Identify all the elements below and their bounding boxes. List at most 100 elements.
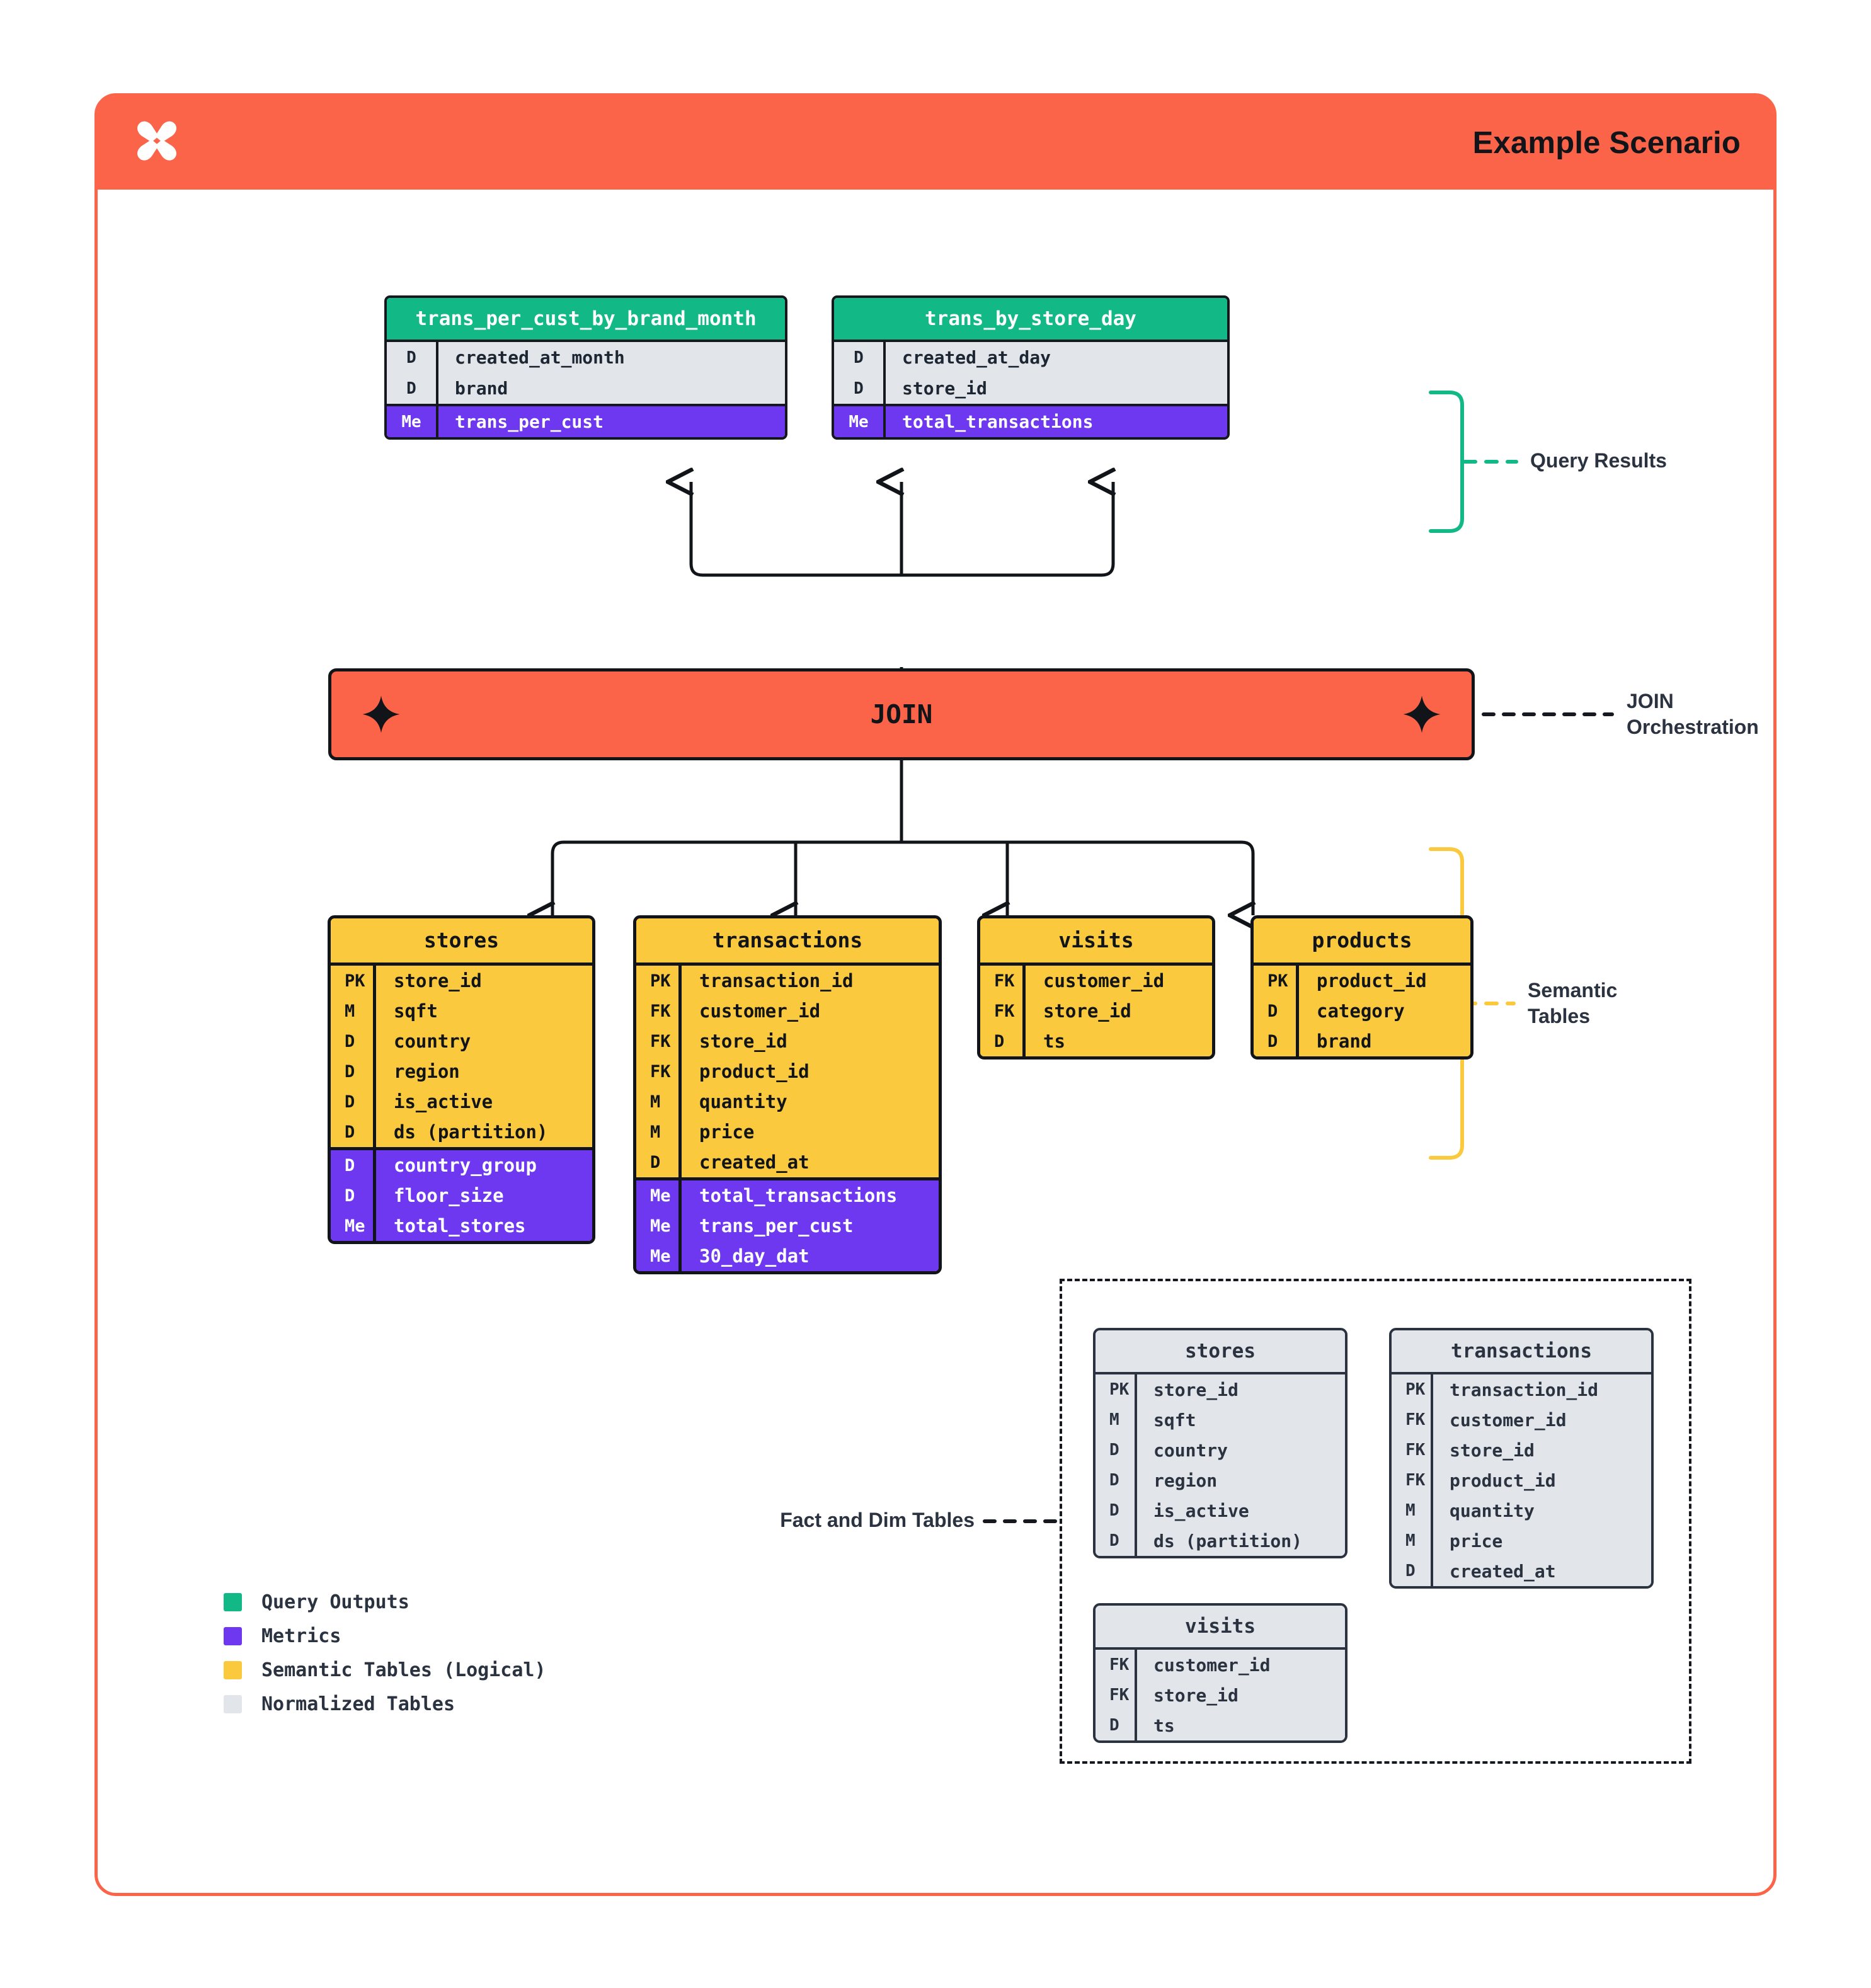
legend-swatch-metrics (224, 1626, 242, 1645)
row-key: D (1096, 1526, 1137, 1556)
table-title: transactions (1392, 1330, 1651, 1372)
example-scenario-card: Example Scenario (94, 93, 1777, 1896)
query-result-table-trans-by-store-day[interactable]: trans_by_store_day D created_at_day D st… (832, 295, 1230, 440)
row-field: customer_id (1043, 970, 1165, 991)
row-field: floor_size (394, 1185, 504, 1206)
row-key: Me (834, 406, 886, 437)
legend: Query Outputs Metrics Semantic Tables (L… (224, 1585, 546, 1721)
row-key: D (331, 1117, 376, 1147)
row-field: is_active (1153, 1500, 1249, 1521)
row-field: country (1153, 1439, 1228, 1461)
dimension-rows: D created_at_month D brand (387, 340, 785, 404)
page-title: Example Scenario (1472, 126, 1741, 160)
row-field: sqft (394, 1000, 438, 1022)
row-field: store_id (1153, 1684, 1239, 1706)
legend-item-semantic-tables: Semantic Tables (Logical) (224, 1653, 546, 1687)
row-key: D (834, 373, 886, 404)
row-field: product_id (699, 1061, 810, 1082)
table-row: D store_id (834, 373, 1227, 404)
legend-swatch-query-outputs (224, 1592, 242, 1611)
table-row: Me total_transactions (636, 1180, 939, 1211)
row-field: quantity (1450, 1500, 1535, 1521)
sparkle-diamond-icon-right (1402, 695, 1441, 734)
row-key: D (636, 1147, 682, 1177)
row-field: trans_per_cust (699, 1215, 854, 1237)
table-title: visits (980, 918, 1212, 963)
row-key: Me (387, 406, 438, 437)
row-key: D (834, 342, 886, 373)
row-key: Me (331, 1211, 376, 1241)
row-field: sqft (1153, 1409, 1196, 1431)
annotation-semantic-tables-line2: Tables (1528, 1004, 1590, 1027)
row-field: region (394, 1061, 460, 1082)
row-key: D (1096, 1495, 1137, 1526)
query-results-bracket (1429, 391, 1464, 533)
butterfly-x-logo-icon (130, 117, 183, 169)
legend-item-metrics: Metrics (224, 1619, 546, 1653)
row-key: D (387, 342, 438, 373)
query-result-table-trans-per-cust-by-brand-month[interactable]: trans_per_cust_by_brand_month D created_… (384, 295, 787, 440)
row-key: D (1392, 1556, 1433, 1586)
row-field: product_id (1317, 970, 1427, 991)
row-key: PK (331, 966, 376, 996)
legend-label: Query Outputs (261, 1591, 409, 1613)
row-field: transaction_id (1450, 1379, 1599, 1400)
row-field: total_transactions (699, 1185, 898, 1206)
table-title: trans_per_cust_by_brand_month (387, 298, 785, 340)
annotation-join-orchestration: JOIN Orchestration (1627, 688, 1759, 740)
table-row: D created_at_month (387, 342, 785, 373)
row-field: created_at_day (902, 347, 1051, 368)
row-field: price (1450, 1530, 1503, 1551)
row-field: created_at (699, 1151, 810, 1173)
row-field: product_id (1450, 1470, 1556, 1491)
row-field: ts (1153, 1715, 1175, 1736)
join-orchestration-bar[interactable]: JOIN (328, 668, 1475, 760)
table-row: D brand (387, 373, 785, 404)
row-key: Me (636, 1180, 682, 1211)
row-field: created_at (1450, 1560, 1556, 1582)
annotation-fact-and-dim-tables: Fact and Dim Tables (780, 1509, 975, 1531)
annotation-semantic-tables-line1: Semantic (1528, 979, 1618, 1002)
row-key: D (1254, 1026, 1299, 1056)
row-key: FK (1392, 1465, 1433, 1495)
row-field: country_group (394, 1155, 537, 1176)
row-key: FK (1392, 1405, 1433, 1435)
join-label: JOIN (870, 699, 933, 729)
legend-label: Semantic Tables (Logical) (261, 1659, 546, 1681)
row-field: is_active (394, 1091, 493, 1112)
